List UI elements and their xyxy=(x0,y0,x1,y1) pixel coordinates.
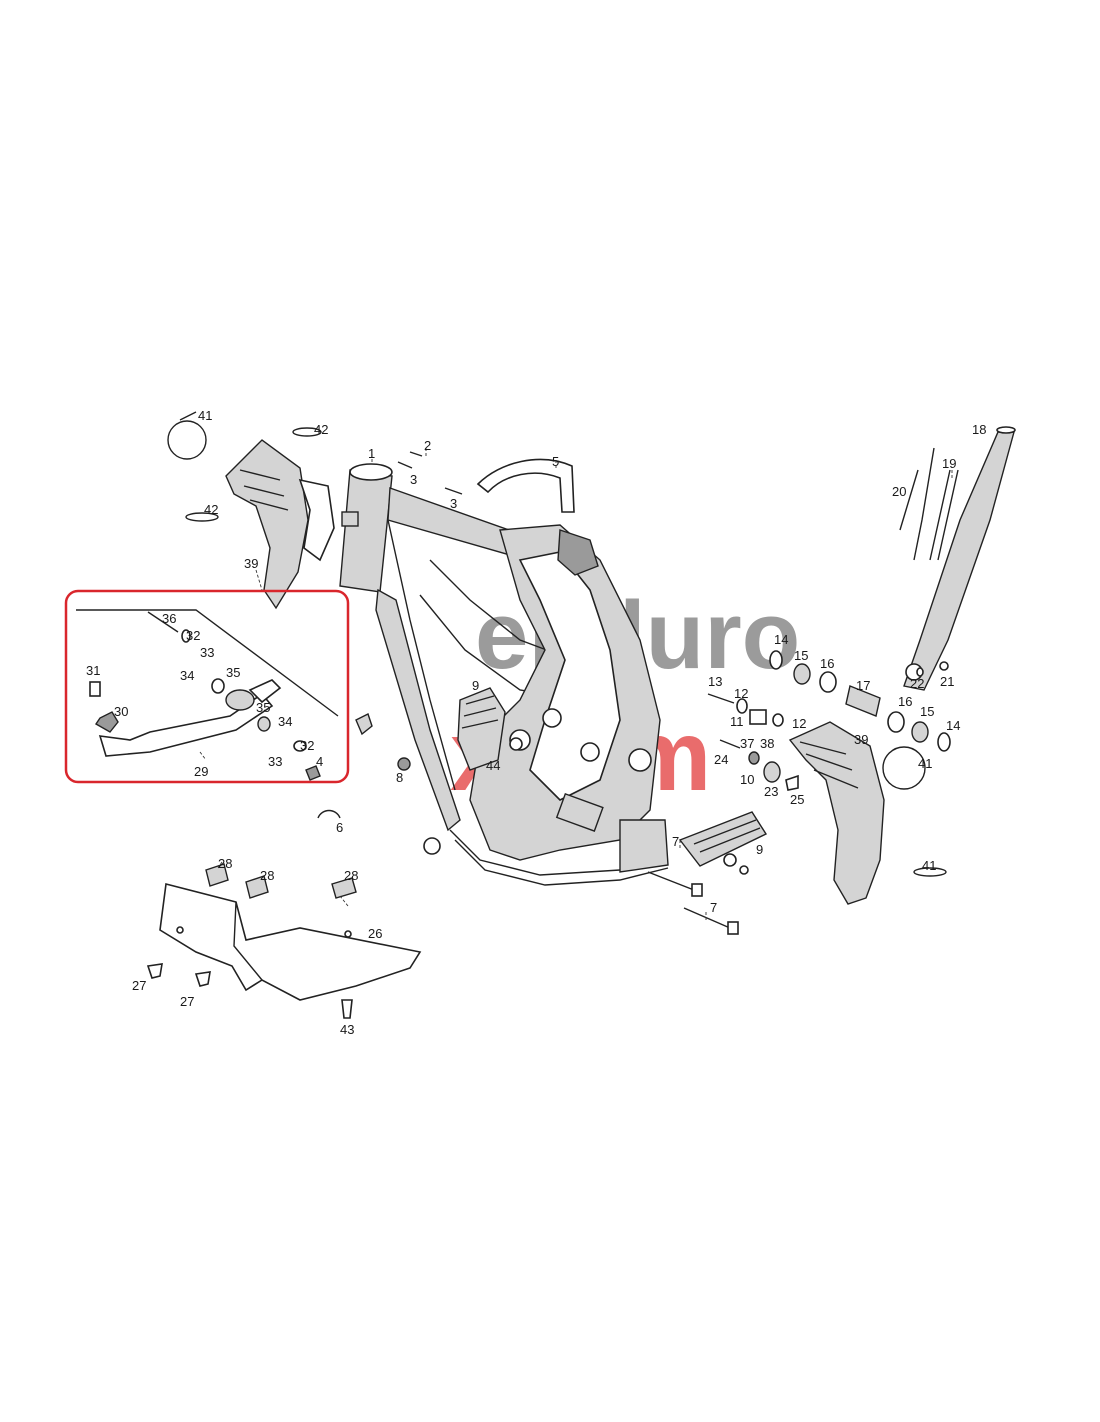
callout-16: 16 xyxy=(898,694,912,709)
radiator-guard-right xyxy=(788,721,885,905)
callout-42: 42 xyxy=(204,502,218,517)
highlight-box xyxy=(64,589,350,784)
callout-14: 14 xyxy=(946,718,960,733)
callout-27: 27 xyxy=(180,994,194,1009)
swingarm-pivot-parts xyxy=(707,650,951,791)
callout-37: 37 xyxy=(740,736,754,751)
small-clips xyxy=(317,713,411,819)
radiator-guard-left xyxy=(225,439,335,610)
callout-35: 35 xyxy=(256,700,270,715)
callout-15: 15 xyxy=(920,704,934,719)
callout-21: 21 xyxy=(940,674,954,689)
callout-14: 14 xyxy=(774,632,788,647)
callout-36: 36 xyxy=(162,611,176,626)
callout-4: 4 xyxy=(316,754,323,769)
callout-15: 15 xyxy=(794,648,808,663)
footpeg-left xyxy=(457,687,523,771)
callout-9: 9 xyxy=(472,678,479,693)
callout-9: 9 xyxy=(756,842,763,857)
frame-pins xyxy=(397,451,463,495)
footpeg-right xyxy=(678,811,768,875)
callout-27: 27 xyxy=(132,978,146,993)
callout-20: 20 xyxy=(892,484,906,499)
callout-35: 35 xyxy=(226,665,240,680)
callout-29: 29 xyxy=(194,764,208,779)
callout-44: 44 xyxy=(486,758,500,773)
callout-11: 11 xyxy=(730,714,744,729)
leader-lines xyxy=(199,448,953,920)
callout-41: 41 xyxy=(918,756,932,771)
callout-17: 17 xyxy=(856,678,870,693)
callout-39: 39 xyxy=(244,556,258,571)
callout-23: 23 xyxy=(764,784,778,799)
callout-12: 12 xyxy=(792,716,806,731)
callout-28: 28 xyxy=(218,856,232,871)
callout-26: 26 xyxy=(368,926,382,941)
callout-25: 25 xyxy=(790,792,804,807)
long-bolts xyxy=(647,871,739,935)
callout-7: 7 xyxy=(672,834,679,849)
callout-labels: 1 2 3 3 5 41 42 42 39 36 32 33 34 35 31 … xyxy=(86,408,986,1037)
callout-42: 42 xyxy=(314,422,328,437)
callout-13: 13 xyxy=(708,674,722,689)
callout-18: 18 xyxy=(972,422,986,437)
brake-pedal-assembly xyxy=(76,609,339,781)
callout-33: 33 xyxy=(268,754,282,769)
callout-34: 34 xyxy=(278,714,292,729)
callout-33: 33 xyxy=(200,645,214,660)
callout-43: 43 xyxy=(340,1022,354,1037)
callout-24: 24 xyxy=(714,752,728,767)
callout-8: 8 xyxy=(396,770,403,785)
callout-12: 12 xyxy=(734,686,748,701)
callout-28: 28 xyxy=(344,868,358,883)
callout-5: 5 xyxy=(552,454,559,469)
cable-ties xyxy=(167,411,947,877)
callout-6: 6 xyxy=(336,820,343,835)
subframe-tube xyxy=(476,458,575,513)
callout-3: 3 xyxy=(450,496,457,511)
callout-16: 16 xyxy=(820,656,834,671)
callout-10: 10 xyxy=(740,772,754,787)
callout-39: 39 xyxy=(854,732,868,747)
callout-30: 30 xyxy=(114,704,128,719)
callout-19: 19 xyxy=(942,456,956,471)
main-frame xyxy=(339,463,669,886)
callout-32: 32 xyxy=(300,738,314,753)
callout-1: 1 xyxy=(368,446,375,461)
callout-34: 34 xyxy=(180,668,194,683)
callout-2: 2 xyxy=(424,438,431,453)
callout-38: 38 xyxy=(760,736,774,751)
callout-31: 31 xyxy=(86,663,100,678)
skid-plate xyxy=(146,863,422,1019)
side-stand xyxy=(899,426,1016,691)
callout-22: 22 xyxy=(910,676,924,691)
callout-32: 32 xyxy=(186,628,200,643)
callout-41: 41 xyxy=(198,408,212,423)
callout-28: 28 xyxy=(260,868,274,883)
callout-41: 41 xyxy=(922,858,936,873)
callout-7: 7 xyxy=(710,900,717,915)
callout-3: 3 xyxy=(410,472,417,487)
